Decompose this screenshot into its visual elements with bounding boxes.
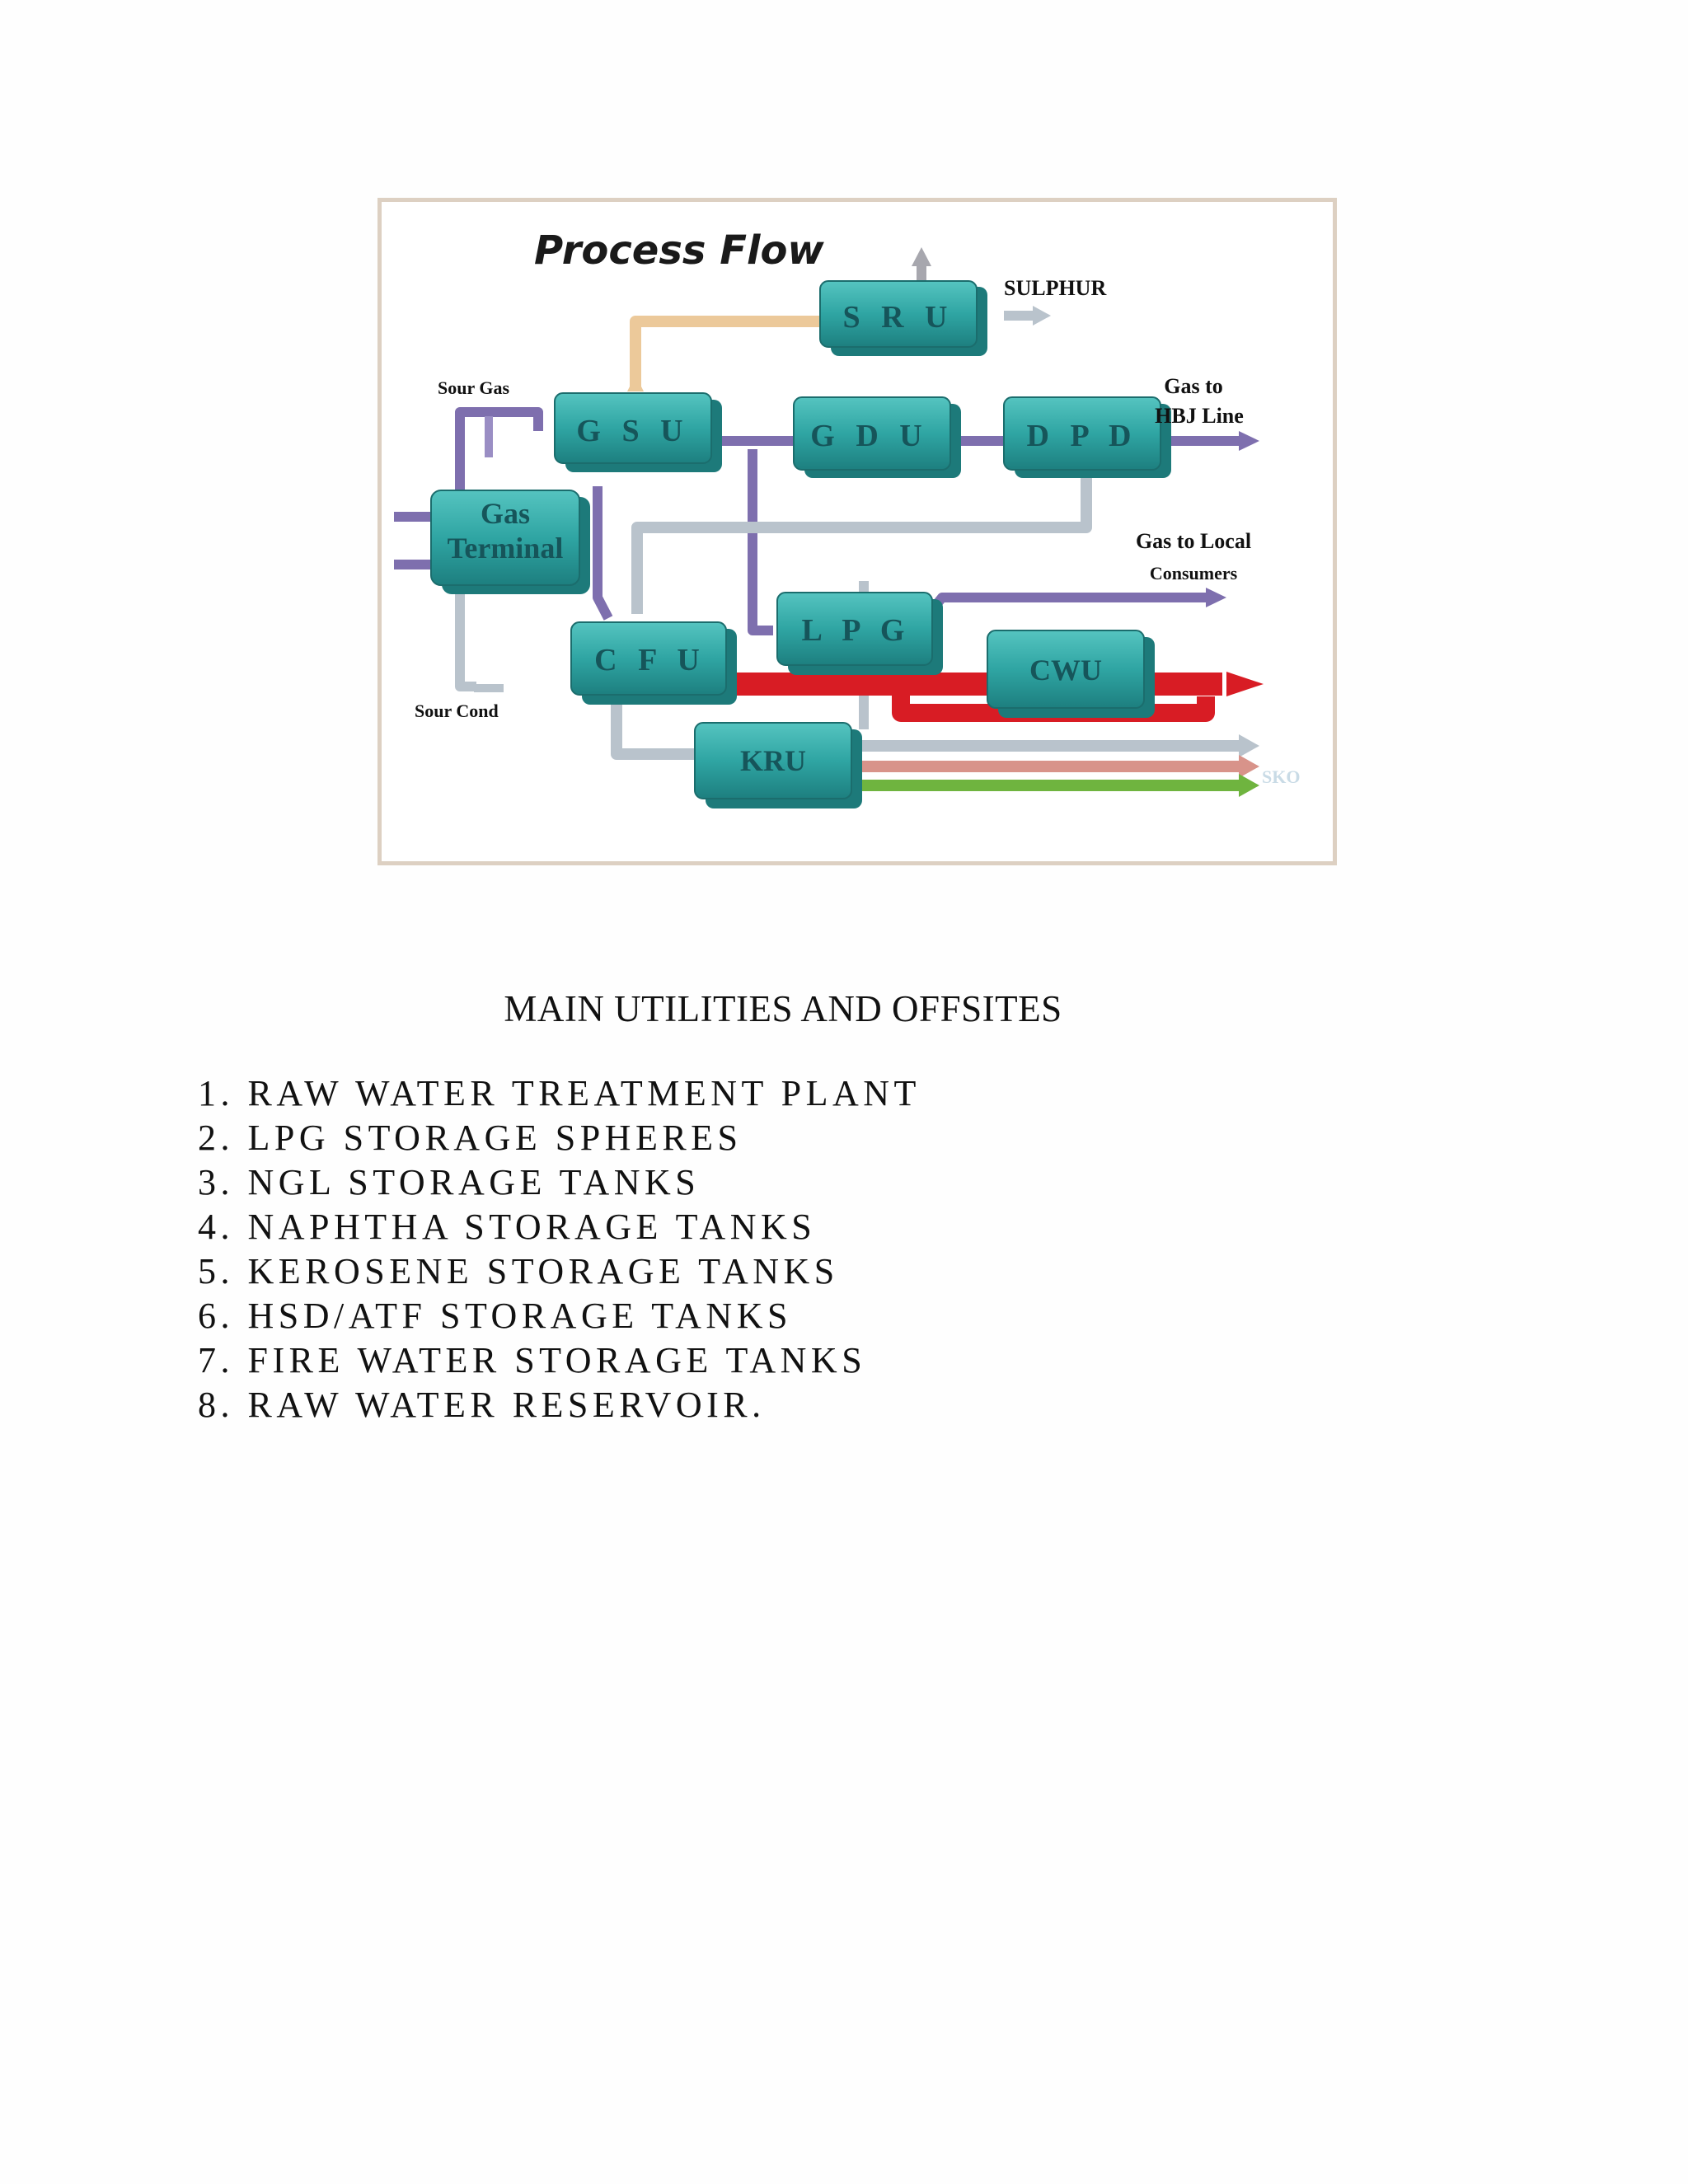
section-title: MAIN UTILITIES AND OFFSITES (504, 988, 1062, 1029)
node-cwu-label: CWU (1029, 654, 1102, 687)
pipe-dpd-cfu (631, 474, 1092, 614)
node-lpg-label: L P G (802, 613, 912, 648)
utilities-list: 1. RAW WATER TREATMENT PLANT 2. LPG STOR… (198, 1071, 921, 1427)
list-item: 2. LPG STORAGE SPHERES (198, 1118, 743, 1158)
list-item: 6. HSD/ATF STORAGE TANKS (198, 1296, 792, 1336)
process-flow-figure: Process Flow (377, 198, 1337, 865)
node-gas-terminal-line1: Gas (481, 497, 530, 530)
node-sru: S R U (819, 280, 987, 356)
pipe-gdu-lpg (748, 449, 773, 635)
process-flow-diagram: Process Flow (394, 227, 1300, 808)
label-sko: SKO (1262, 766, 1300, 787)
node-gsu-label: G S U (576, 414, 689, 448)
node-gsu: G S U (554, 392, 722, 472)
diagram-title: Process Flow (534, 227, 824, 274)
list-item: 8. RAW WATER RESERVOIR. (198, 1385, 766, 1425)
node-dpd-label: D P D (1027, 419, 1138, 453)
list-item: 1. RAW WATER TREATMENT PLANT (198, 1073, 921, 1113)
label-gas-to-hbj-1: Gas to (1164, 374, 1223, 398)
pipe-gsu-sru (630, 316, 827, 387)
list-item: 5. KEROSENE STORAGE TANKS (198, 1251, 839, 1291)
label-sulphur: SULPHUR (1004, 276, 1106, 300)
node-lpg: L P G (776, 592, 943, 675)
node-kru: KRU (694, 722, 862, 808)
node-gdu-label: G D U (810, 419, 928, 453)
label-gas-to-hbj-2: HBJ Line (1155, 404, 1244, 428)
list-item: 4. NAPHTHA STORAGE TANKS (198, 1207, 817, 1247)
node-gas-terminal-line2: Terminal (448, 532, 564, 565)
pipe-gsu-cfu (593, 486, 613, 621)
node-gdu: G D U (793, 396, 961, 478)
pipe-sour-gas (455, 407, 543, 508)
pipe-sour-cond (455, 585, 476, 691)
label-gas-to-local-1: Gas to Local (1136, 529, 1251, 553)
label-gas-to-local-2: Consumers (1150, 563, 1238, 583)
node-cfu-label: C F U (594, 643, 706, 677)
label-sour-cond: Sour Cond (415, 701, 499, 721)
pipe-gas-local (921, 593, 1206, 621)
node-dpd: D P D (1003, 396, 1171, 478)
node-sru-label: S R U (842, 300, 954, 335)
node-kru-label: KRU (740, 744, 806, 777)
list-item: 3. NGL STORAGE TANKS (198, 1162, 701, 1202)
node-cfu: C F U (570, 621, 737, 705)
label-sour-gas: Sour Gas (438, 377, 509, 398)
node-cwu: CWU (987, 630, 1155, 718)
node-gas-terminal: Gas Terminal (430, 490, 590, 594)
list-item: 7. FIRE WATER STORAGE TANKS (198, 1340, 867, 1380)
arrow-heads (627, 247, 1264, 797)
